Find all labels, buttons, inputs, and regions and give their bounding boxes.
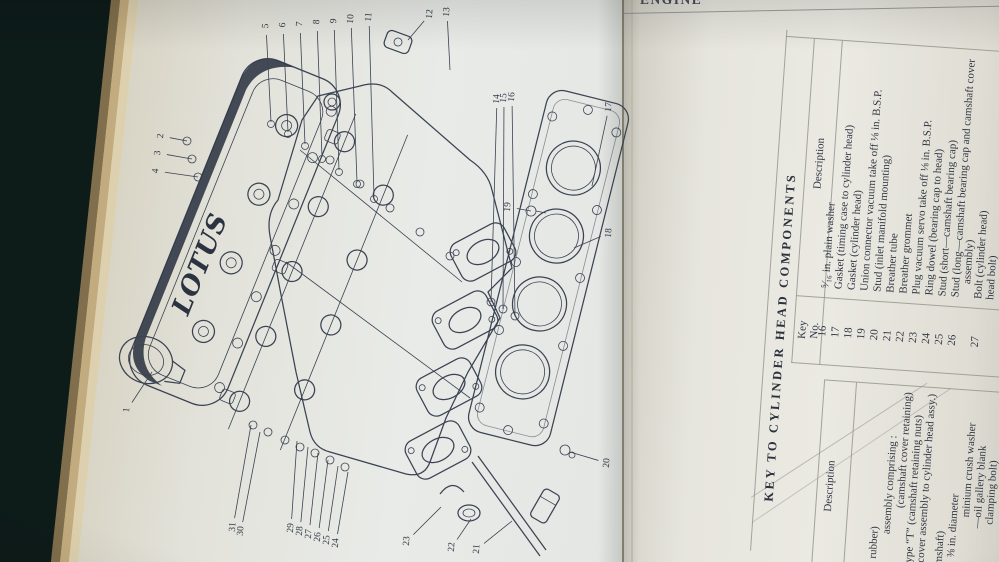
callout-leader-line [369, 26, 374, 197]
callout-leader-line [243, 432, 260, 522]
gutter-shadow [598, 0, 640, 562]
callout-number: 4 [151, 168, 161, 174]
callout-number: 22 [447, 542, 458, 552]
callout-leader-line [408, 21, 424, 40]
callout-number: 27 [304, 529, 315, 539]
callout-leader-line [301, 447, 308, 522]
callout-leader-line [317, 31, 322, 157]
callout-leader-line [235, 425, 251, 518]
callout-leader-line [592, 116, 607, 186]
callout-leader-line [292, 441, 297, 519]
callout-number: 1 [122, 407, 132, 413]
callout-leader-line [300, 33, 305, 144]
callout-leader-line [457, 519, 471, 540]
cylinder-head [269, 84, 512, 475]
oil-filler-cap [112, 329, 191, 397]
callout-leader-line [328, 466, 338, 531]
callout-number: 25 [322, 535, 333, 545]
key-description: head bolt) [984, 255, 999, 301]
inlet-flanges [402, 219, 520, 482]
callout-number: 28 [295, 526, 306, 536]
callout-leader-line [165, 172, 198, 177]
callout-leader-line [319, 460, 328, 528]
callout-number: 9 [329, 18, 339, 24]
callout-leader-line [266, 35, 271, 122]
callout-leader-line [491, 108, 497, 302]
callout-number: 13 [442, 7, 453, 17]
callout-leader-line [167, 155, 192, 159]
callout-leader-line [512, 106, 515, 316]
page-edge [631, 0, 633, 562]
callout-number: 2 [156, 133, 166, 139]
callout-number: 20 [602, 458, 613, 468]
callout-leader-line [283, 34, 288, 132]
callout-number: 8 [312, 19, 322, 25]
cam-cover: LOTUS [121, 50, 349, 413]
callout-leader-line [132, 372, 152, 402]
callout-number: 31 [228, 522, 239, 532]
running-title: ENGINE [640, 0, 702, 8]
callout-number: 18 [604, 228, 615, 238]
callout-number: 17 [604, 102, 615, 112]
callout-number: 16 [507, 92, 518, 102]
callout-number: 3 [153, 150, 163, 156]
lotus-script: LOTUS [166, 209, 234, 320]
callout-number: 26 [313, 532, 324, 542]
head-gasket [465, 87, 632, 449]
callout-leader-line [413, 507, 441, 535]
callout-leader-line [337, 472, 348, 534]
callout-leader-line [574, 237, 601, 248]
callout-number: 30 [236, 526, 247, 536]
callout-leader-line [170, 138, 187, 141]
callout-number: 21 [472, 544, 483, 554]
callout-number: 10 [346, 14, 357, 24]
callout-number: 23 [402, 536, 413, 546]
small-parts [183, 29, 575, 556]
callout-leader-line [447, 21, 450, 70]
callout-number: 7 [295, 21, 305, 27]
valve-gear [210, 106, 417, 453]
callout-leader-line [334, 30, 339, 170]
callout-number: 14 [492, 94, 503, 104]
callout-number: 5 [261, 23, 271, 29]
callout-leader-line [517, 209, 531, 211]
callout-number: 11 [364, 12, 375, 22]
callout-number: 12 [425, 9, 436, 19]
callout-number: 19 [503, 202, 514, 212]
callout-number: 29 [286, 523, 297, 533]
callout-leader-line [351, 28, 357, 182]
callout-number: 24 [331, 538, 342, 548]
callout-leader-line [570, 452, 598, 460]
callout-leader-line [310, 453, 318, 525]
key-table: KEY TO CYLINDER HEAD COMPONENTS Key No. … [741, 0, 999, 562]
callout-number: 6 [278, 22, 288, 28]
callout-leader-line [503, 107, 504, 309]
callout-number: 15 [499, 93, 510, 103]
callout-leader-line [484, 521, 512, 543]
